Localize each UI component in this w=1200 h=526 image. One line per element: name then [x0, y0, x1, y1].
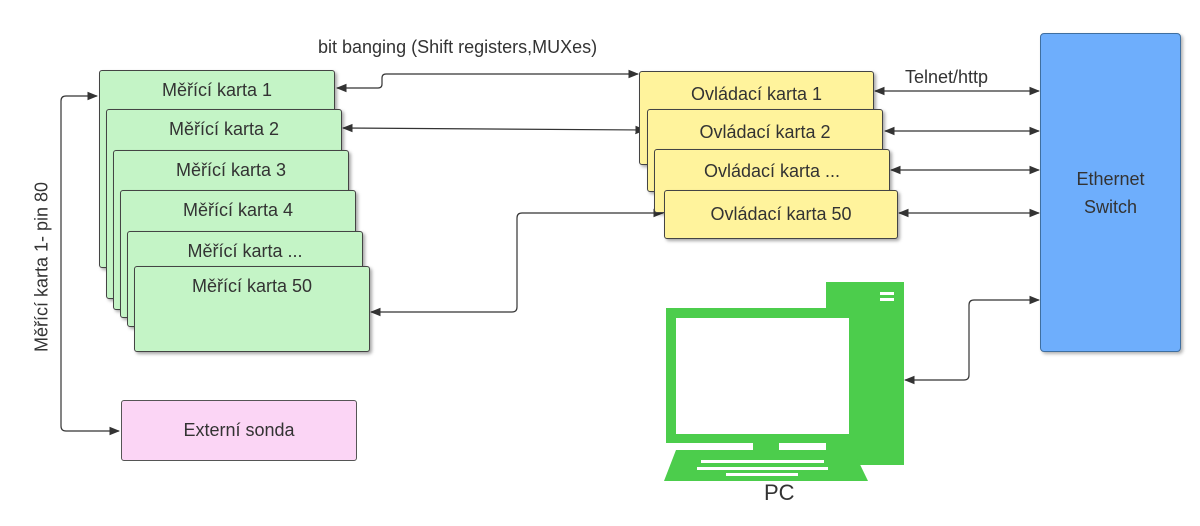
control-card-ellipsis-label: Ovládací karta ... [703, 161, 841, 181]
connector-mk2-ov2 [341, 123, 647, 135]
measure-card-4-label: Měřící karta 4 [182, 200, 294, 220]
connector-pins-probe [60, 91, 121, 436]
connector-mk1-ov1 [335, 69, 640, 93]
connector-mk50-ov50 [369, 208, 665, 317]
measure-card-50: Měřící karta 50 [134, 266, 370, 352]
switch-line-2: Switch [1083, 196, 1137, 217]
bit-banging-label: bit banging (Shift registers,MUXes) [318, 37, 598, 57]
control-card-50: Ovládací karta 50 [664, 190, 898, 239]
switch-line-1: Ethernet [1076, 168, 1145, 189]
control-card-1-label: Ovládací karta 1 [690, 84, 823, 104]
ethernet-switch-box: Ethernet Switch [1040, 33, 1181, 352]
measure-card-1-label: Měřící karta 1 [161, 80, 273, 100]
control-card-50-label: Ovládací karta 50 [710, 204, 852, 224]
measure-card-ellipsis-label: Měřící karta ... [187, 241, 303, 261]
measure-card-2-label: Měřící karta 2 [168, 119, 280, 139]
measure-card-3-label: Měřící karta 3 [175, 160, 287, 180]
measure-card-50-label: Měřící karta 50 [191, 276, 313, 296]
external-probe-label: Externí sonda [183, 420, 295, 440]
external-probe-box: Externí sonda [121, 400, 357, 461]
pc-label: PC [764, 480, 795, 505]
telnet-http-label: Telnet/http [905, 67, 989, 87]
pc-icon [664, 282, 904, 481]
connector-pc-switch [903, 295, 1041, 385]
side-pin-label: Měřící karta 1- pin 80 [31, 181, 52, 353]
control-card-2-label: Ovládací karta 2 [699, 122, 831, 142]
